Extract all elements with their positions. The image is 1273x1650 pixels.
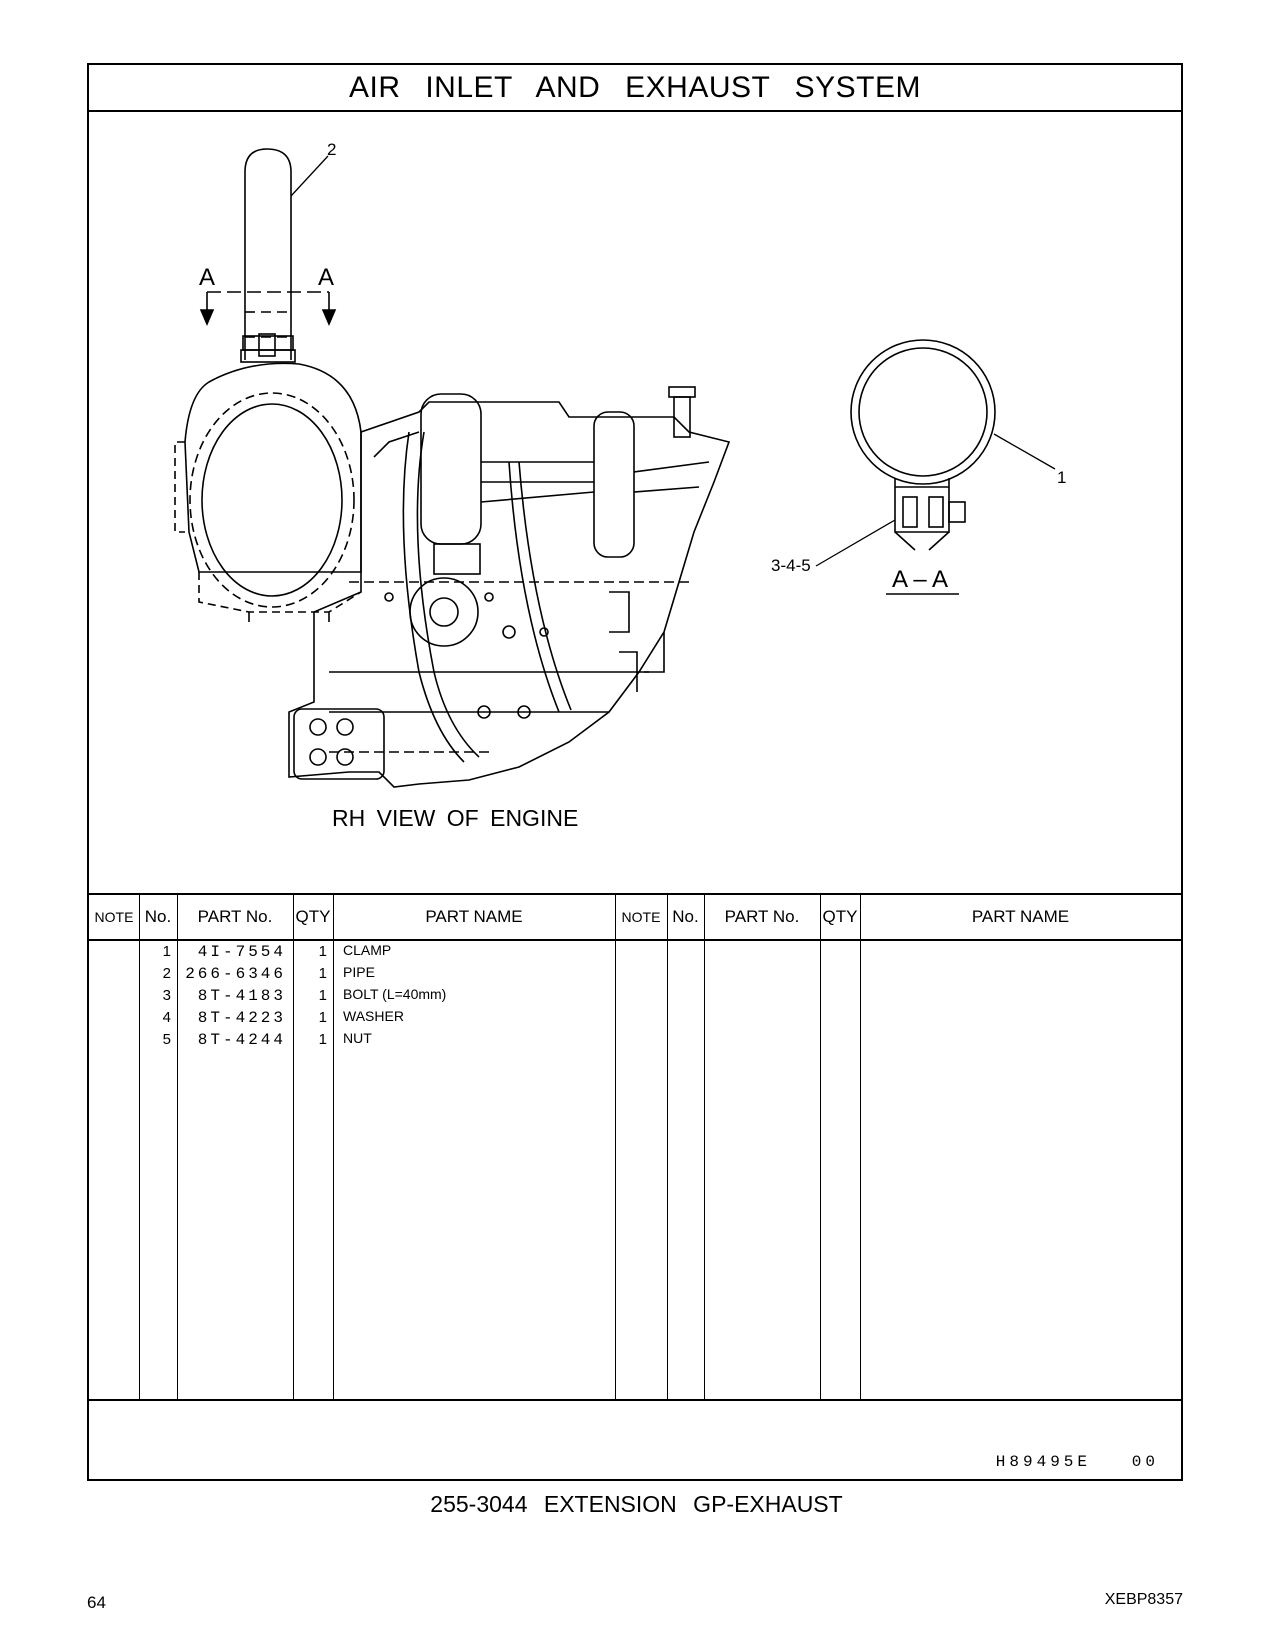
section-marker-left: A xyxy=(199,264,216,291)
engine-line-drawing xyxy=(174,148,1056,788)
column-divider xyxy=(860,893,861,1399)
part-number: 8T-4244 xyxy=(197,1031,286,1049)
section-marker-right: A xyxy=(318,264,335,291)
table-row: 5 8T-4244 1 NUT xyxy=(89,1029,1181,1051)
header-qty-left: QTY xyxy=(295,907,331,926)
header-no-left: No. xyxy=(144,907,172,926)
section-cut-line xyxy=(199,291,337,327)
item-number: 5 xyxy=(162,1031,171,1048)
quantity: 1 xyxy=(318,1031,327,1048)
table-row: 3 8T-4183 1 BOLT (L=40mm) xyxy=(89,985,1181,1007)
pipe-clamp xyxy=(240,333,296,363)
quantity: 1 xyxy=(318,943,327,960)
view-label: RH VIEW OF ENGINE xyxy=(332,805,579,831)
page-number: 64 xyxy=(87,1593,106,1612)
header-part-name-left: PART NAME xyxy=(425,907,523,926)
header-note-left: NOTE xyxy=(94,909,134,925)
part-name: WASHER xyxy=(343,1008,404,1024)
header-note-right: NOTE xyxy=(621,909,661,925)
item-number: 2 xyxy=(162,965,171,982)
clamp-section-detail xyxy=(815,339,1056,595)
parts-page-frame: AIR INLET AND EXHAUST SYSTEM xyxy=(87,63,1183,1481)
part-name: CLAMP xyxy=(343,942,392,958)
part-number: 8T-4183 xyxy=(197,987,286,1005)
column-divider xyxy=(820,893,821,1399)
item-number: 4 xyxy=(162,1009,171,1026)
part-name: PIPE xyxy=(343,964,375,980)
column-divider xyxy=(704,893,705,1399)
table-bottom-rule xyxy=(89,1399,1181,1401)
callout-bolt-group: 3-4-5 xyxy=(771,556,811,575)
document-id: XEBP8357 xyxy=(1104,1591,1183,1608)
part-number: 8T-4223 xyxy=(197,1009,286,1027)
column-divider xyxy=(667,893,668,1399)
exhaust-pipe xyxy=(244,148,329,360)
quantity: 1 xyxy=(318,965,327,982)
column-divider xyxy=(177,893,178,1399)
callout-pipe: 2 xyxy=(327,140,337,159)
column-divider xyxy=(293,893,294,1399)
quantity: 1 xyxy=(318,987,327,1004)
part-name: BOLT (L=40mm) xyxy=(343,986,447,1002)
item-number: 1 xyxy=(162,943,171,960)
item-number: 3 xyxy=(162,987,171,1004)
callout-clamp: 1 xyxy=(1057,468,1067,487)
header-part-no-left: PART No. xyxy=(197,907,273,926)
column-divider xyxy=(139,893,140,1399)
page-title: AIR INLET AND EXHAUST SYSTEM xyxy=(348,70,922,104)
part-number: 266-6346 xyxy=(185,965,286,983)
header-part-no-right: PART No. xyxy=(724,907,800,926)
section-label: A – A xyxy=(892,566,949,593)
header-no-right: No. xyxy=(672,907,699,926)
quantity: 1 xyxy=(318,1009,327,1026)
muffler xyxy=(174,362,362,622)
header-part-name-right: PART NAME xyxy=(971,907,1070,926)
table-row: 2 266-6346 1 PIPE xyxy=(89,963,1181,985)
engine-block xyxy=(288,386,731,788)
part-name: NUT xyxy=(343,1030,372,1046)
table-row: 1 4I-7554 1 CLAMP xyxy=(89,941,1181,963)
column-divider xyxy=(333,893,334,1399)
header-qty-right: QTY xyxy=(822,907,858,926)
group-caption: 255-3044 EXTENSION GP-EXHAUST xyxy=(430,1491,843,1517)
column-divider xyxy=(615,893,616,1399)
parts-illustration: 2 A A 1 3-4-5 A – A RH VIEW OF ENGINE xyxy=(89,112,1181,893)
title-bar: AIR INLET AND EXHAUST SYSTEM xyxy=(89,65,1181,112)
illustration-reference-code: H89495E 00 xyxy=(995,1453,1159,1471)
parts-table-header: NOTE No. PART No. QTY PART NAME NOTE No.… xyxy=(89,893,1181,941)
part-number: 4I-7554 xyxy=(197,943,286,961)
table-row: 4 8T-4223 1 WASHER xyxy=(89,1007,1181,1029)
